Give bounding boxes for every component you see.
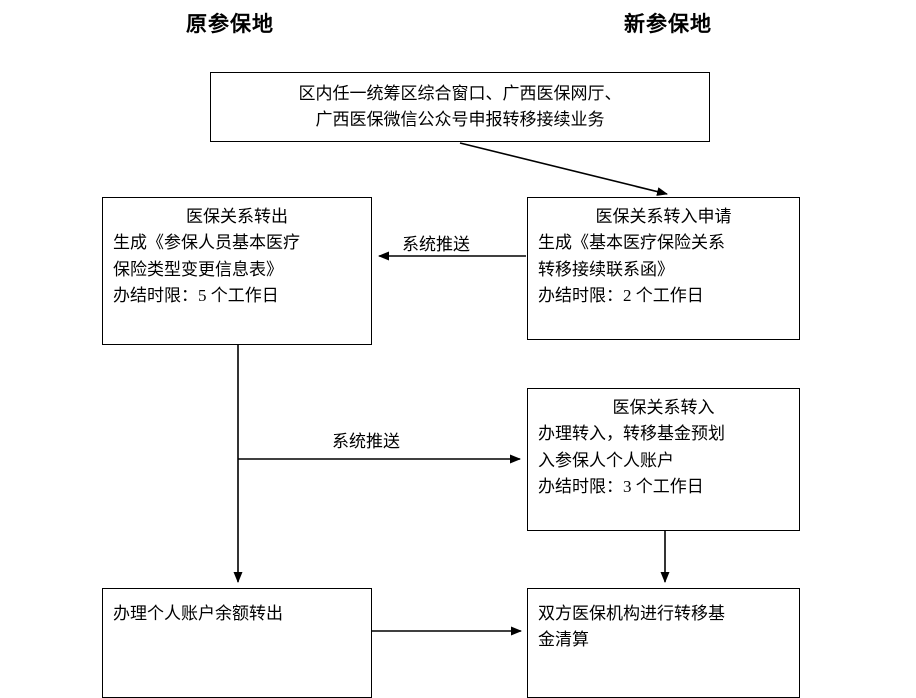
node-transfer-in-title: 医保关系转入	[612, 398, 715, 417]
node-entry-application[interactable]: 区内任一统筹区综合窗口、广西医保网厅、 广西医保微信公众号申报转移接续业务	[210, 72, 710, 142]
node-transfer-out-deadline: 办结时限：5 个工作日	[113, 286, 279, 306]
column-header-new: 新参保地	[624, 12, 712, 36]
node-transfer-out-line-2: 生成《参保人员基本医疗	[113, 233, 300, 253]
column-header-origin: 原参保地	[186, 12, 274, 36]
edge-entry-to-transfer-in-apply	[459, 142, 668, 196]
node-transfer-in-line-3: 入参保人个人账户	[538, 450, 674, 470]
node-transfer-in-deadline: 办结时限：3 个工作日	[538, 477, 704, 497]
node-personal-account-balance-out-line-1: 办理个人账户余额转出	[113, 604, 283, 623]
edge-label-system-push-2: 系统推送	[332, 432, 400, 451]
node-entry-line-2: 广西医保微信公众号申报转移接续业务	[315, 110, 605, 130]
node-entry-line-1: 区内任一统筹区综合窗口、广西医保网厅、	[298, 84, 622, 103]
node-transfer-in-line-2: 办理转入，转移基金预划	[538, 424, 725, 444]
node-transfer-in[interactable]: 医保关系转入 办理转入，转移基金预划 入参保人个人账户 办结时限：3 个工作日	[527, 388, 800, 531]
node-transfer-in-application[interactable]: 医保关系转入申请 生成《基本医疗保险关系 转移接续联系函》 办结时限：2 个工作…	[527, 197, 800, 340]
node-transfer-out[interactable]: 医保关系转出 生成《参保人员基本医疗 保险类型变更信息表》 办结时限：5 个工作…	[102, 197, 372, 345]
node-fund-settlement-line-1: 双方医保机构进行转移基	[538, 604, 725, 623]
edge-label-system-push-1: 系统推送	[402, 235, 470, 254]
node-transfer-in-application-line-2: 生成《基本医疗保险关系	[538, 233, 725, 253]
node-transfer-in-application-line-3: 转移接续联系函》	[538, 259, 674, 279]
node-transfer-out-line-3: 保险类型变更信息表》	[113, 259, 283, 279]
node-personal-account-balance-out[interactable]: 办理个人账户余额转出	[102, 588, 372, 698]
node-fund-settlement[interactable]: 双方医保机构进行转移基 金清算	[527, 588, 800, 698]
node-fund-settlement-line-2: 金清算	[538, 630, 589, 650]
node-transfer-in-application-deadline: 办结时限：2 个工作日	[538, 286, 704, 306]
node-transfer-out-title: 医保关系转出	[186, 207, 288, 226]
node-transfer-in-application-title: 医保关系转入申请	[595, 207, 732, 226]
